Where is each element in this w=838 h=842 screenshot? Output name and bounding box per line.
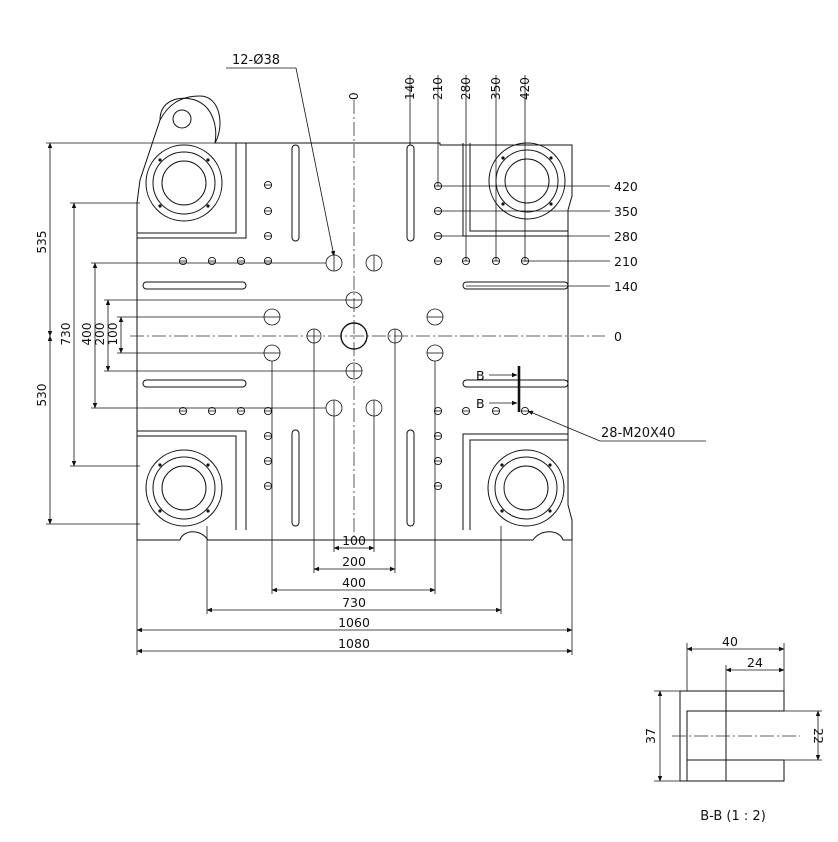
large-holes	[263, 254, 444, 417]
threaded-hole	[178, 256, 188, 266]
right-tick-0: 0	[614, 329, 622, 344]
threaded-hole	[263, 431, 273, 441]
callout-12-d38: 12-Ø38	[232, 53, 280, 68]
section-dim-22: 22	[811, 728, 826, 744]
left-dimensions: 535 530 730 400 200 100	[35, 142, 124, 525]
section-label-b-top: B	[476, 368, 485, 383]
threaded-hole	[433, 406, 443, 416]
dim-400: 400	[80, 323, 94, 346]
callout-28-m20x40: 28-M20X40	[601, 426, 675, 441]
top-ticks: 0 140 210 280 350 420	[347, 77, 532, 100]
top-tick-140: 140	[403, 77, 417, 100]
right-tick-420: 420	[614, 179, 638, 194]
tie-bar-top-right	[488, 142, 566, 220]
dim-bottom-200: 200	[342, 554, 366, 569]
threaded-hole	[520, 406, 530, 416]
tie-bar-top-left	[145, 144, 223, 222]
top-tick-420: 420	[518, 77, 532, 100]
dim-530: 530	[35, 384, 49, 407]
section-dim-40: 40	[722, 634, 738, 649]
threaded-hole	[236, 406, 246, 416]
bottom-dimensions: 100 200 400 730 1060 1080	[136, 343, 573, 655]
section-dim-24: 24	[747, 655, 763, 670]
threaded-hole	[263, 231, 273, 241]
threaded-hole	[263, 456, 273, 466]
threaded-hole	[433, 431, 443, 441]
threaded-hole	[263, 180, 273, 190]
right-tick-140: 140	[614, 279, 638, 294]
top-tick-280: 280	[459, 77, 473, 100]
threaded-hole	[433, 256, 443, 266]
threaded-hole	[461, 406, 471, 416]
threaded-hole	[263, 206, 273, 216]
corner-pockets	[137, 143, 568, 530]
dim-730: 730	[59, 323, 73, 346]
top-tick-210: 210	[431, 77, 445, 100]
section-dim-37: 37	[643, 728, 658, 744]
right-ticks: 420 350 280 210 140 0	[614, 179, 638, 344]
threaded-hole	[207, 406, 217, 416]
hole-leaders	[46, 75, 610, 525]
callout-holes: 12-Ø38	[226, 53, 336, 257]
threaded-hole	[263, 406, 273, 416]
top-tick-0: 0	[347, 92, 361, 100]
right-tick-280: 280	[614, 229, 638, 244]
threaded-hole	[207, 256, 217, 266]
dim-100: 100	[106, 323, 120, 346]
section-view-b-b: 40 24 37 22 B-B (1 : 2)	[643, 634, 826, 824]
tie-bar-bottom-right	[487, 449, 565, 527]
threaded-hole	[433, 481, 443, 491]
section-title: B-B (1 : 2)	[700, 809, 766, 824]
right-tick-350: 350	[614, 204, 638, 219]
dim-535: 535	[35, 231, 49, 254]
threaded-hole	[236, 256, 246, 266]
t-slots	[142, 144, 569, 527]
section-label-b-bottom: B	[476, 396, 485, 411]
threaded-hole	[433, 456, 443, 466]
right-tick-210: 210	[614, 254, 638, 269]
platen-outline	[136, 95, 573, 541]
section-marker: B B	[476, 366, 521, 412]
tie-bar-bottom-left	[145, 449, 223, 527]
dim-200: 200	[93, 323, 107, 346]
top-tick-350: 350	[489, 77, 503, 100]
tie-bar-bosses	[145, 142, 566, 527]
threaded-hole	[263, 256, 273, 266]
threaded-hole	[263, 481, 273, 491]
callout-threads: 28-M20X40	[527, 410, 706, 442]
dim-bottom-730: 730	[342, 595, 366, 610]
threaded-hole	[178, 406, 188, 416]
threaded-hole	[491, 406, 501, 416]
dim-bottom-1080: 1080	[338, 636, 370, 651]
dim-bottom-400: 400	[342, 575, 366, 590]
dim-bottom-100: 100	[342, 533, 366, 548]
dim-bottom-1060: 1060	[338, 615, 370, 630]
